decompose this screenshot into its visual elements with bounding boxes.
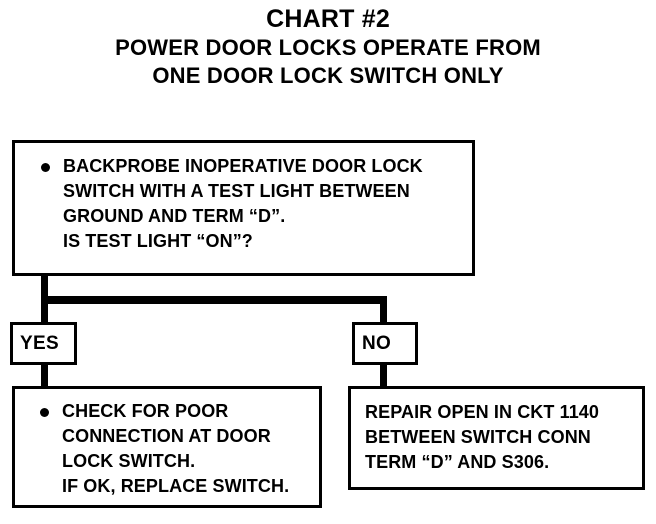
no-result-content: REPAIR OPEN IN CKT 1140 BETWEEN SWITCH C… bbox=[365, 400, 640, 475]
yes-result-line-2: CONNECTION AT DOOR bbox=[62, 426, 271, 446]
bullet-icon bbox=[40, 163, 50, 172]
bullet-icon bbox=[39, 408, 49, 417]
question-box: BACKPROBE INOPERATIVE DOOR LOCK SWITCH W… bbox=[12, 140, 475, 276]
no-result-line-1: REPAIR OPEN IN CKT 1140 bbox=[365, 402, 600, 422]
yes-result-content: CHECK FOR POOR CONNECTION AT DOOR LOCK S… bbox=[26, 399, 318, 499]
connector-yes-stem-upper bbox=[41, 296, 48, 326]
chart-title-block: CHART #2 POWER DOOR LOCKS OPERATE FROM O… bbox=[0, 4, 656, 90]
connector-no-stem-upper bbox=[380, 296, 387, 326]
question-bullet-slot bbox=[27, 154, 63, 172]
question-line-2: SWITCH WITH A TEST LIGHT BETWEEN bbox=[63, 181, 410, 201]
no-result-box: REPAIR OPEN IN CKT 1140 BETWEEN SWITCH C… bbox=[348, 386, 645, 490]
yes-result-lines: CHECK FOR POOR CONNECTION AT DOOR LOCK S… bbox=[62, 399, 318, 499]
connector-horizontal-bar bbox=[41, 296, 387, 304]
chart-title-line-1: CHART #2 bbox=[266, 5, 390, 33]
no-result-lines: REPAIR OPEN IN CKT 1140 BETWEEN SWITCH C… bbox=[365, 400, 640, 475]
question-box-lines: BACKPROBE INOPERATIVE DOOR LOCK SWITCH W… bbox=[63, 154, 467, 254]
question-line-3: GROUND AND TERM “D”. bbox=[63, 206, 286, 226]
branch-tag-no: NO bbox=[352, 322, 418, 365]
connector-question-stem bbox=[41, 274, 48, 302]
yes-result-box: CHECK FOR POOR CONNECTION AT DOOR LOCK S… bbox=[12, 386, 322, 508]
question-box-content: BACKPROBE INOPERATIVE DOOR LOCK SWITCH W… bbox=[27, 154, 467, 254]
connector-yes-stem-lower bbox=[41, 362, 48, 390]
no-result-line-3: TERM “D” AND S306. bbox=[365, 452, 550, 472]
yes-result-line-1: CHECK FOR POOR bbox=[62, 401, 229, 421]
chart-title-line-3: ONE DOOR LOCK SWITCH ONLY bbox=[152, 63, 504, 88]
connector-no-stem-lower bbox=[380, 362, 387, 390]
branch-tag-yes: YES bbox=[10, 322, 77, 365]
no-result-line-2: BETWEEN SWITCH CONN bbox=[365, 427, 591, 447]
yes-result-bullet-slot bbox=[26, 399, 62, 417]
question-line-4: IS TEST LIGHT “ON”? bbox=[63, 231, 253, 251]
question-line-1: BACKPROBE INOPERATIVE DOOR LOCK bbox=[63, 156, 423, 176]
yes-result-line-3: LOCK SWITCH. bbox=[62, 451, 196, 471]
branch-tag-yes-label: YES bbox=[20, 332, 59, 354]
yes-result-line-4: IF OK, REPLACE SWITCH. bbox=[62, 476, 290, 496]
chart-title-line-2: POWER DOOR LOCKS OPERATE FROM bbox=[115, 35, 541, 60]
branch-tag-no-label: NO bbox=[362, 332, 392, 354]
